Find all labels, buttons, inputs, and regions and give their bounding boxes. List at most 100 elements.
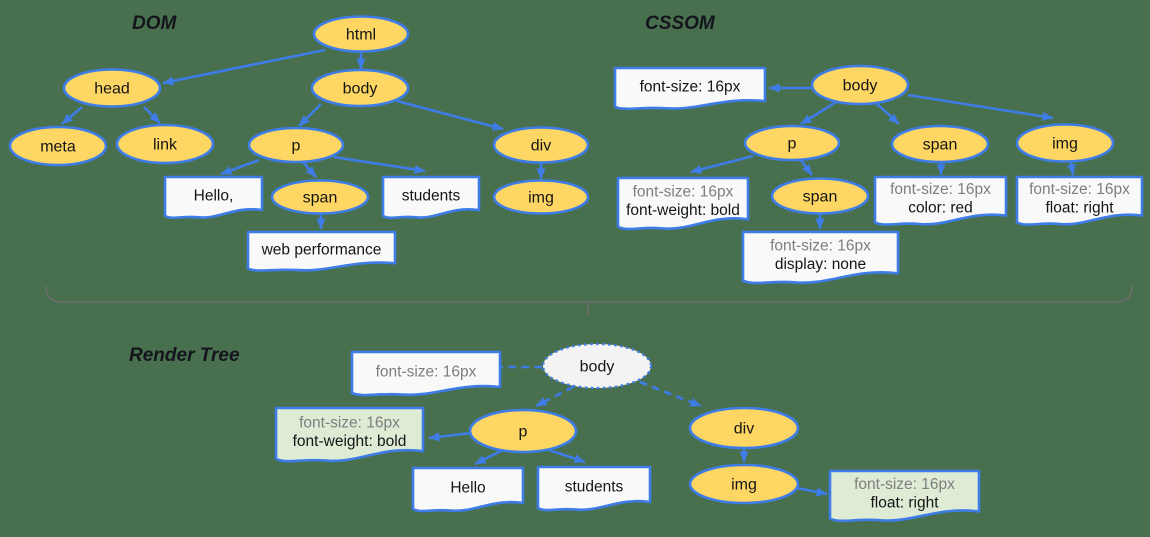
dom-p-to-span-arrow xyxy=(301,160,317,178)
cssom-p-node: p xyxy=(743,124,841,162)
cssom-body-to-img-arrow xyxy=(907,93,1054,121)
cssom-span2-note-line-0: font-size: 16px xyxy=(770,238,871,255)
cssom-title: CSSOM xyxy=(645,13,716,34)
cssom-body-note: font-size: 16px xyxy=(613,66,767,111)
cssom-body-node: body xyxy=(810,64,910,106)
dom-p-node: p xyxy=(247,126,345,164)
cssom-p-label: p xyxy=(788,136,797,153)
render-img-label: img xyxy=(731,477,757,494)
cssom-span2-note-line-1: display: none xyxy=(775,256,866,273)
cssom-img-note-shape xyxy=(1015,175,1144,226)
dom-body-ellipse xyxy=(310,68,410,108)
cssom-img-label: img xyxy=(1052,136,1078,153)
render-img-note-line-0: font-size: 16px xyxy=(854,476,955,493)
cssom-p-note-shape xyxy=(616,176,750,231)
dom-div-label: div xyxy=(531,138,551,155)
dom-img-ellipse xyxy=(492,179,590,215)
cssom-span-note-shape xyxy=(873,175,1008,226)
render-p-note-line-1: font-weight: bold xyxy=(293,433,407,450)
cssom-span2-note-shape xyxy=(741,230,900,285)
render-body-to-div-arrow xyxy=(639,380,702,408)
render-body-note: font-size: 16px xyxy=(350,350,502,397)
cssom-body-ellipse xyxy=(810,64,910,106)
cssom-span-note-line-1: color: red xyxy=(908,200,973,217)
render-div-ellipse xyxy=(688,406,800,450)
render-img-note-line-1: float: right xyxy=(870,495,939,512)
dom-title: DOM xyxy=(132,13,178,34)
dom-img-node: img xyxy=(492,179,590,215)
render-p-ellipse xyxy=(468,408,578,454)
render-p-label: p xyxy=(519,424,528,441)
cssom-span-label: span xyxy=(923,137,958,154)
render-body-note-line-0: font-size: 16px xyxy=(376,364,477,381)
dom-meta-label: meta xyxy=(40,139,76,156)
dom-hello-note-shape xyxy=(163,175,264,220)
dom-span-ellipse xyxy=(270,179,370,215)
dom-p-label: p xyxy=(292,138,301,155)
dom-link-node: link xyxy=(115,123,215,165)
render-students-note-line-0: students xyxy=(565,479,624,496)
render-p-note-line-0: font-size: 16px xyxy=(299,415,400,432)
dom-body-to-div-arrow xyxy=(396,99,504,131)
render-div-label: div xyxy=(734,421,754,438)
dom-span-label: span xyxy=(303,190,338,207)
dom-body-node: body xyxy=(310,68,410,108)
dom-body-to-p-arrow xyxy=(298,103,322,127)
dom-span-node: span xyxy=(270,179,370,215)
dom-img-label: img xyxy=(528,190,554,207)
cssom-span-node: span xyxy=(890,124,990,164)
render-img-ellipse xyxy=(688,463,800,505)
cssom-body-to-p-arrow xyxy=(800,100,837,126)
dom-meta-ellipse xyxy=(8,125,108,167)
cssom-body-label: body xyxy=(843,78,878,95)
dom-meta-node: meta xyxy=(8,125,108,167)
cssom-body-to-span-arrow xyxy=(875,102,900,125)
dom-html-ellipse xyxy=(312,15,410,53)
dom-html-to-head-arrow xyxy=(162,48,326,86)
dom-html-node: html xyxy=(312,15,410,53)
render-img-to-note-arrow xyxy=(796,486,828,497)
dom-link-ellipse xyxy=(115,123,215,165)
cssom-img-ellipse xyxy=(1015,123,1115,163)
dom-link-label: link xyxy=(153,137,178,154)
cssom-body-note-shape xyxy=(613,66,767,111)
cssom-p-note-line-1: font-weight: bold xyxy=(626,202,740,219)
dom-students-note-line-0: students xyxy=(402,188,461,205)
dom-html-label: html xyxy=(346,27,376,44)
dom-p-to-hello-arrow xyxy=(220,158,260,176)
cssom-p-ellipse xyxy=(743,124,841,162)
render-img-note: font-size: 16px float: right xyxy=(828,469,981,523)
render-hello-note-line-0: Hello xyxy=(450,480,485,497)
render-title: Render Tree xyxy=(129,345,240,366)
merge-brace xyxy=(45,285,1133,315)
dom-head-to-link-arrow xyxy=(143,106,161,124)
render-img-note-shape xyxy=(828,469,981,523)
cssom-p-to-note-arrow xyxy=(690,154,754,174)
dom-head-node: head xyxy=(62,68,162,108)
render-p-to-hello-arrow xyxy=(474,448,504,466)
dom-head-to-meta-arrow xyxy=(61,106,83,125)
cssom-p-to-span2-arrow xyxy=(798,158,814,176)
dom-head-label: head xyxy=(94,81,130,98)
dom-div-node: div xyxy=(492,126,590,164)
dom-head-ellipse xyxy=(62,68,162,108)
render-p-note-shape xyxy=(274,406,425,463)
render-p-to-note-arrow xyxy=(428,431,472,442)
dom-webperf-note: web performance xyxy=(246,230,397,272)
render-img-node: img xyxy=(688,463,800,505)
render-p-to-students-arrow xyxy=(548,448,586,464)
render-hello-note: Hello xyxy=(411,466,525,513)
render-students-note: students xyxy=(536,465,652,512)
cssom-img-note-line-0: font-size: 16px xyxy=(1029,181,1130,198)
dom-p-to-students-arrow xyxy=(333,155,426,174)
cssom-img-to-note-arrow xyxy=(1066,161,1076,176)
render-students-note-shape xyxy=(536,465,652,512)
dom-body-label: body xyxy=(343,81,378,98)
render-div-node: div xyxy=(688,406,800,450)
render-body-note-shape xyxy=(350,350,502,397)
dom-webperf-note-shape xyxy=(246,230,397,272)
